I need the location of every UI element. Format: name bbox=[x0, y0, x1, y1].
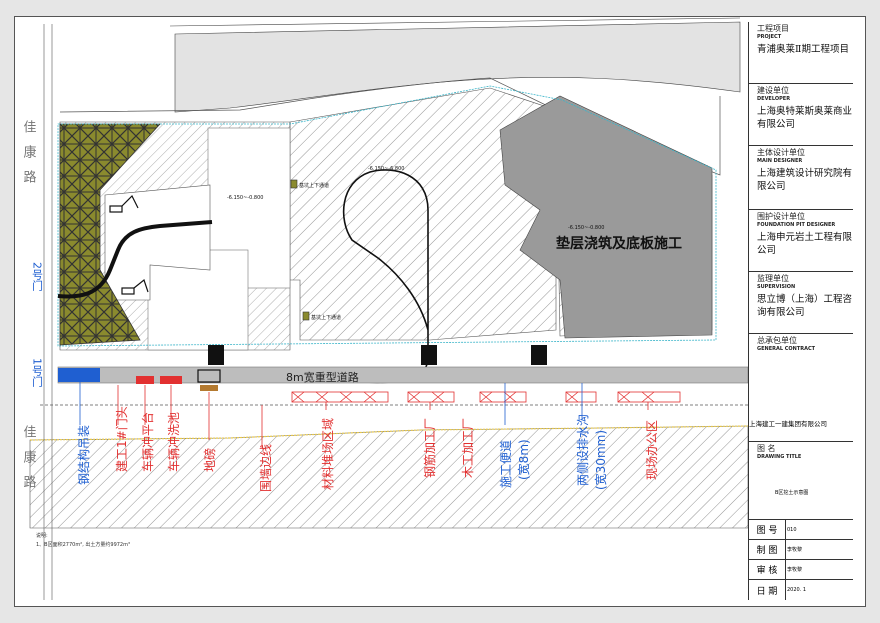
tb-developer-en: DEVELOPER bbox=[757, 96, 791, 102]
tb-designer-en: MAIN DESIGNER bbox=[757, 158, 803, 164]
tb-drawing-en: DRAWING TITLE bbox=[757, 454, 802, 460]
tb-row-check: 审 核 李牧黎 bbox=[749, 560, 853, 580]
tb-no-value: 010 bbox=[787, 526, 797, 533]
elev-label-2: -6.150~-0.800 bbox=[568, 225, 604, 231]
stair-label-1: 基坑上下通道 bbox=[299, 182, 329, 189]
excavator-icon bbox=[109, 194, 149, 295]
callout-11: 两侧设排水沟 bbox=[576, 414, 590, 486]
tb-contract-zh: 总承包单位 bbox=[757, 336, 797, 345]
tb-supervision-value: 思立博（上海）工程咨询有限公司 bbox=[757, 294, 853, 318]
tb-pit-en: FOUNDATION PIT DESIGNER bbox=[757, 222, 836, 228]
hatched-zone-large bbox=[289, 87, 557, 341]
tb-supervision-en: SUPERVISION bbox=[757, 284, 796, 290]
gate2-label: 2号门 bbox=[31, 262, 44, 292]
callout-7: 钢筋加工厂 bbox=[422, 418, 437, 478]
tb-developer-zh: 建设单位 bbox=[757, 86, 789, 95]
notes-line1: 1、B区面积2770m², 出土方量约9972m³ bbox=[36, 542, 130, 548]
callout-6: 材料堆场区域 bbox=[321, 418, 335, 490]
gate-block bbox=[208, 345, 224, 365]
tb-date-value: 2020. 1 bbox=[787, 587, 807, 593]
stair-label-2: 基坑上下通道 bbox=[311, 314, 341, 321]
tb-no-label: 图 号 bbox=[749, 520, 786, 539]
callout-0: 钢结构吊装 bbox=[76, 425, 91, 485]
dark-zone bbox=[499, 95, 713, 339]
road-label: 8m宽重型道路 bbox=[286, 370, 359, 384]
pit-boundary bbox=[57, 85, 717, 347]
tb-contractor: 总承包单位 GENERAL CONTRACT 上海建工一建集团有限公司 bbox=[749, 334, 853, 442]
callout-12: (宽30mm) bbox=[593, 430, 608, 490]
bottom-hatch bbox=[29, 425, 749, 529]
site-outer-boundary bbox=[59, 77, 721, 176]
callout-labels: 钢结构吊装 建工1#门头 车辆冲平台 车辆冲洗池 地磅 围墙边线 材料堆场区域 … bbox=[76, 406, 659, 492]
callout-4: 地磅 bbox=[202, 448, 217, 472]
callout-8: 木工加工厂 bbox=[461, 418, 475, 478]
callout-9: 施工便道 bbox=[499, 440, 513, 488]
notes-title: 说明: bbox=[36, 533, 48, 539]
tb-pit-zh: 围护设计单位 bbox=[757, 212, 805, 221]
title-block: 工程项目 PROJECT 青浦奥莱Ⅱ期工程项目 建设单位 DEVELOPER 上… bbox=[748, 22, 853, 600]
road-label-bottom: 佳 康 路 bbox=[21, 425, 37, 492]
tb-row-date: 日 期 2020. 1 bbox=[749, 580, 853, 600]
tb-pit-designer: 围护设计单位 FOUNDATION PIT DESIGNER 上海申元岩土工程有… bbox=[749, 210, 853, 272]
notes: 说明: 1、B区面积2770m², 出土方量约9972m³ bbox=[36, 532, 130, 550]
haul-route-left bbox=[57, 220, 213, 299]
tb-date-label: 日 期 bbox=[749, 580, 786, 600]
callout-1: 建工1#门头 bbox=[114, 406, 129, 472]
tb-contract-value: 上海建工一建集团有限公司 bbox=[749, 420, 827, 428]
callout-2: 车辆冲平台 bbox=[140, 412, 155, 472]
tb-drawing-value: B区挖土示意图 bbox=[775, 490, 809, 496]
tb-designer-zh: 主体设计单位 bbox=[757, 148, 805, 157]
truck-icon bbox=[197, 369, 221, 383]
tb-drawing-title: 图 名 DRAWING TITLE B区挖土示意图 bbox=[749, 442, 853, 520]
callout-3: 车辆冲洗池 bbox=[166, 412, 181, 472]
tb-designer: 主体设计单位 MAIN DESIGNER 上海建筑设计研究院有限公司 bbox=[749, 146, 853, 210]
callout-13: 现场办公区 bbox=[644, 420, 659, 480]
tb-row-no: 图 号 010 bbox=[749, 520, 853, 540]
tb-contract-en: GENERAL CONTRACT bbox=[757, 346, 816, 352]
tb-project-en: PROJECT bbox=[757, 34, 782, 40]
top-road-area bbox=[174, 21, 741, 113]
tb-supervision: 监理单位 SUPERVISION 思立博（上海）工程咨询有限公司 bbox=[749, 272, 853, 334]
tb-project: 工程项目 PROJECT 青浦奥莱Ⅱ期工程项目 bbox=[749, 22, 853, 84]
main-zone-label: 垫层浇筑及底板施工 bbox=[556, 235, 682, 252]
tb-check-label: 审 核 bbox=[749, 560, 786, 579]
tb-drawn-label: 制 图 bbox=[749, 540, 786, 559]
tb-drawing-zh: 图 名 bbox=[757, 444, 776, 453]
elev-label-1: -6.150~-0.800 bbox=[227, 195, 263, 201]
road-label-top: 佳 康 路 bbox=[21, 120, 37, 187]
gate1-block bbox=[58, 368, 100, 382]
callout-10: (宽8m) bbox=[516, 439, 531, 480]
tb-check-value: 李牧黎 bbox=[787, 567, 803, 573]
tb-developer: 建设单位 DEVELOPER 上海奥特莱斯奥莱商业有限公司 bbox=[749, 84, 853, 146]
tb-supervision-zh: 监理单位 bbox=[757, 274, 789, 283]
callout-5: 围墙边线 bbox=[259, 444, 273, 492]
elev-label-3: -6.150~-6.800 bbox=[368, 166, 404, 172]
tb-project-zh: 工程项目 bbox=[757, 24, 789, 33]
tb-row-drawn: 制 图 李牧黎 bbox=[749, 540, 853, 560]
tb-designer-value: 上海建筑设计研究院有限公司 bbox=[757, 168, 853, 192]
gate1-label: 1号门 bbox=[31, 358, 44, 388]
tb-drawn-value: 李牧黎 bbox=[787, 547, 803, 553]
tb-pit-value: 上海申元岩土工程有限公司 bbox=[757, 232, 853, 256]
tb-developer-value: 上海奥特莱斯奥莱商业有限公司 bbox=[757, 106, 853, 130]
stair-marker-icon bbox=[290, 179, 298, 189]
tb-project-value: 青浦奥莱Ⅱ期工程项目 bbox=[757, 44, 849, 55]
